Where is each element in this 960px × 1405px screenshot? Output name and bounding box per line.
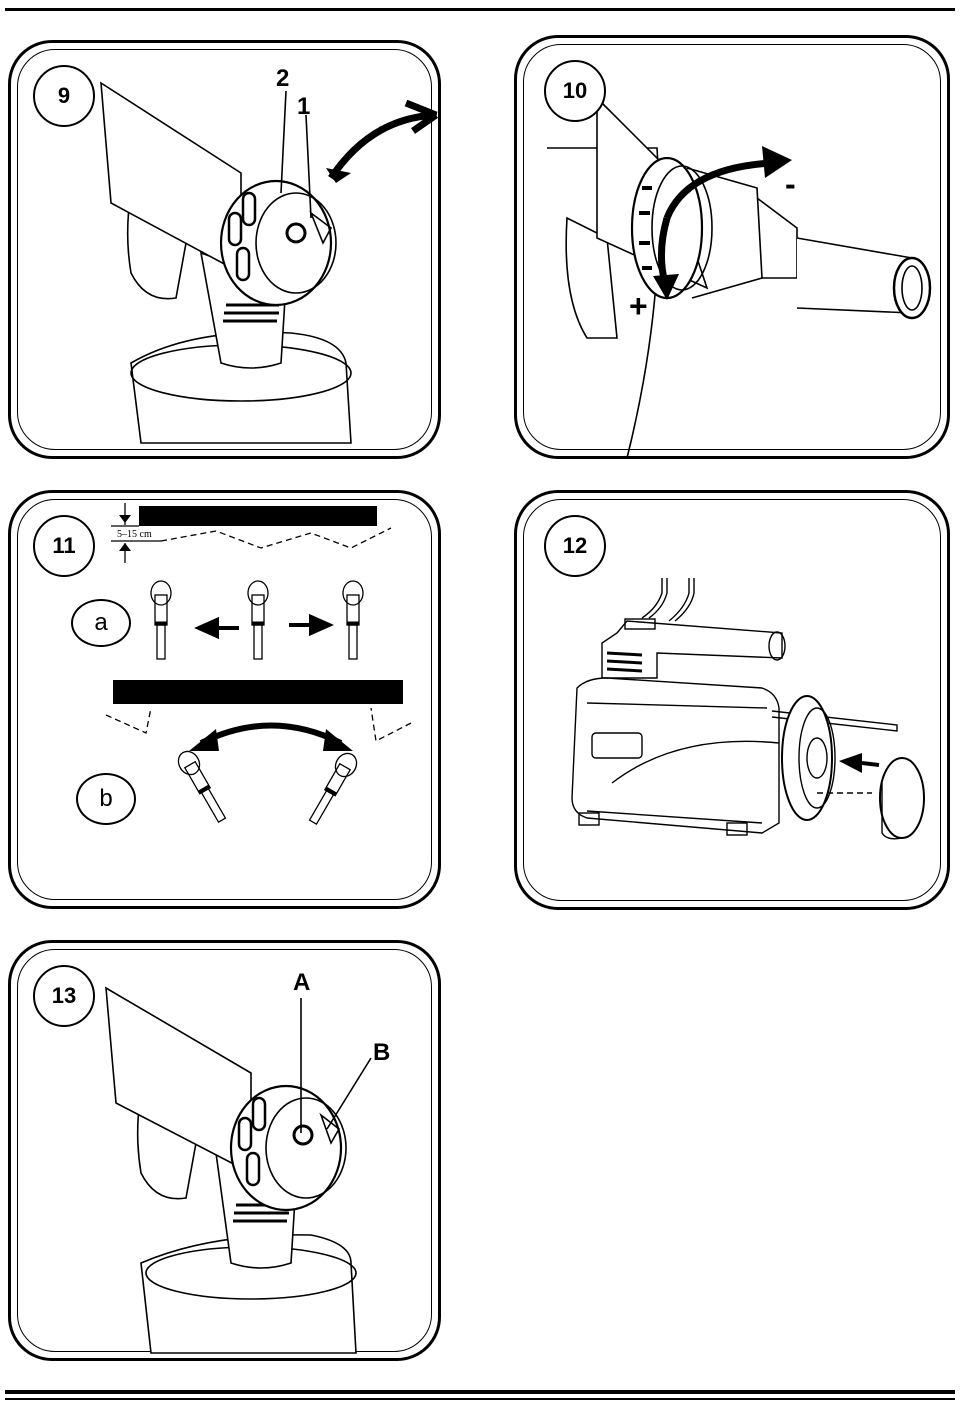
figure-10-minus-sign: -	[785, 166, 796, 202]
figure-10-plus-sign: +	[629, 288, 648, 324]
top-rule	[5, 8, 955, 11]
figure-11-distance-label: 5–15 cm	[117, 529, 152, 540]
figure-9-callout-2: 2	[276, 65, 290, 92]
figure-13-number: 13	[33, 965, 95, 1027]
gun-a-right	[342, 580, 364, 660]
figure-9-callout-1: 1	[297, 93, 311, 120]
gun-a-left	[150, 580, 172, 660]
figure-13-callout-A: A	[293, 969, 311, 996]
figure-13-panel: 13 A B	[8, 940, 441, 1361]
figure-9-illustration	[100, 81, 438, 444]
gun-b-left	[177, 750, 227, 824]
gun-a-middle	[247, 580, 269, 660]
figure-12-illustration	[571, 578, 925, 840]
figure-11-illustration	[105, 503, 412, 826]
bottom-rule-thick	[5, 1390, 955, 1394]
figure-10-illustration	[547, 96, 932, 459]
figure-10-number: 10	[544, 60, 606, 122]
figure-10-panel: 10 - +	[514, 35, 950, 459]
figure-11-number: 11	[33, 515, 95, 577]
bottom-rule-thin	[5, 1398, 955, 1400]
figure-11-mode-a: a	[71, 599, 131, 647]
figure-13-callout-B: B	[373, 1039, 391, 1066]
figure-13-illustration	[105, 986, 372, 1354]
figure-11-mode-b: b	[76, 773, 136, 825]
figure-12-number: 12	[544, 515, 606, 577]
figure-9-number: 9	[33, 65, 95, 127]
figure-9-panel: 9 2 1	[8, 40, 441, 459]
figure-12-panel: 12	[514, 490, 950, 910]
figure-11-panel: 11 5–15 cm a b	[8, 490, 441, 909]
gun-b-right	[308, 752, 358, 826]
